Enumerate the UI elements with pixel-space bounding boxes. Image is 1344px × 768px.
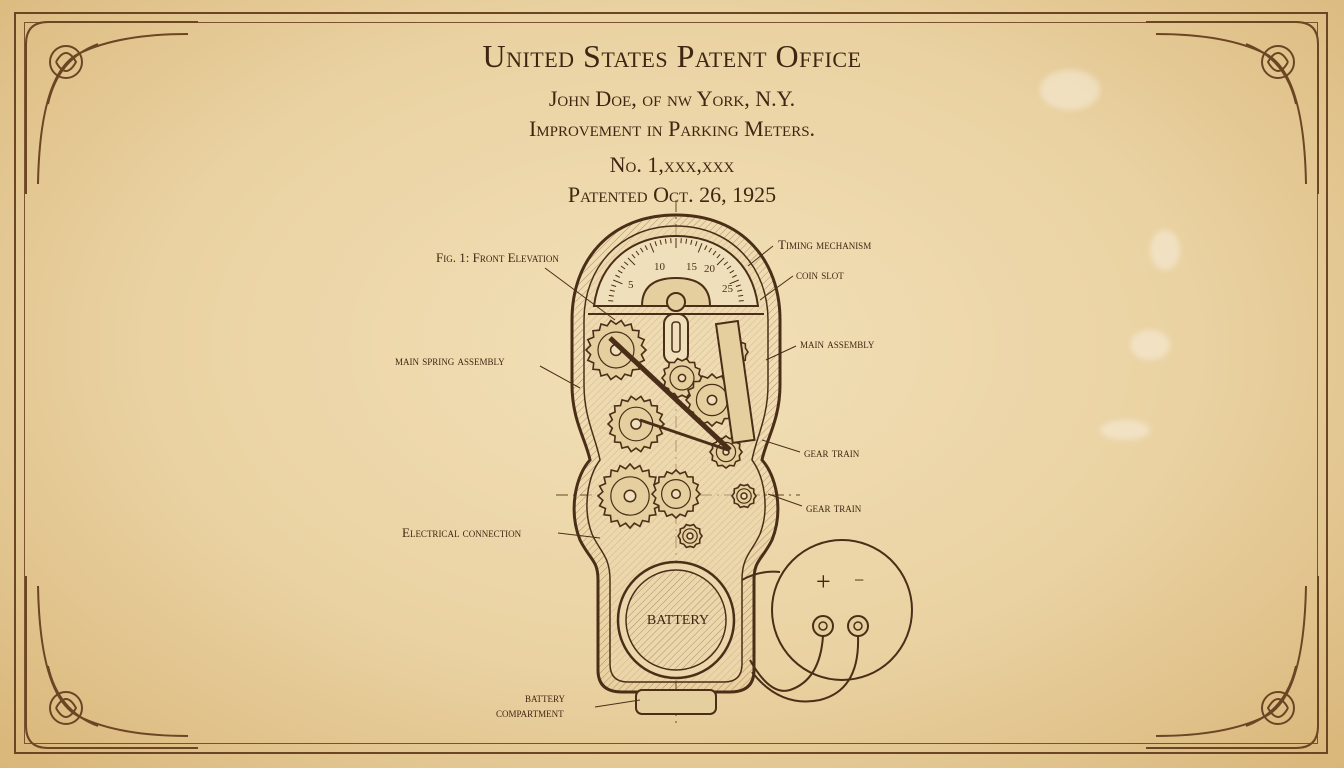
terminal-plus-sign: + [816, 567, 831, 596]
label-battery-compartment-line1: battery [525, 691, 565, 705]
dial-number: 10 [654, 261, 666, 273]
terminal-negative [848, 616, 868, 636]
terminal-minus-sign: − [854, 570, 864, 590]
dial-number: 25 [722, 283, 734, 295]
gear [732, 485, 756, 508]
label-electrical-connection: Electrical connection [402, 526, 521, 540]
label-coin-slot: coin slot [796, 268, 844, 282]
terminal-disc [772, 540, 912, 680]
label-main-assembly: main assembly [800, 337, 874, 351]
dial-number: 15 [686, 261, 698, 273]
dial-number: 20 [704, 263, 716, 275]
dial-number: 5 [628, 279, 634, 291]
battery-base [636, 690, 716, 714]
terminal-positive [813, 616, 833, 636]
label-timing-mechanism: Timing mechanism [778, 238, 871, 252]
label-battery-compartment-line2: compartment [496, 706, 564, 720]
label-gear-train-lower: gear train [806, 501, 861, 515]
gear [652, 470, 700, 518]
dial-pivot [667, 293, 685, 311]
battery-label: BATTERY [647, 613, 709, 628]
figure-caption: Fig. 1: Front Elevation [436, 251, 559, 265]
gear [678, 525, 702, 548]
label-gear-train-upper: gear train [804, 446, 859, 460]
label-main-spring-assembly: main spring assembly [395, 354, 505, 368]
